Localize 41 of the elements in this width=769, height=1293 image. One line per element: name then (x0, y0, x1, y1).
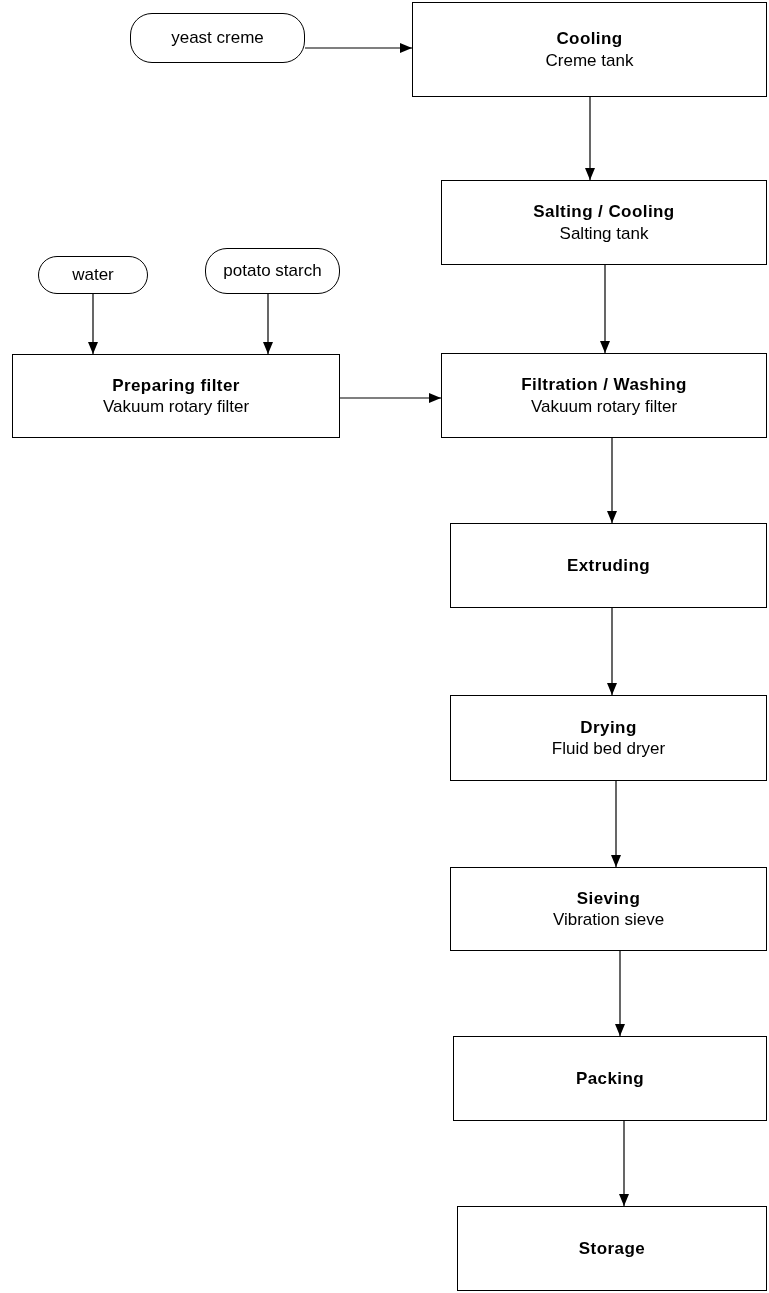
arrow (339, 393, 442, 403)
arrow (304, 43, 413, 53)
input-label: yeast creme (171, 27, 264, 49)
process-box (450, 695, 767, 781)
step-title: Drying (580, 716, 637, 738)
arrow (611, 780, 621, 868)
step-title: Storage (578, 1237, 646, 1260)
equipment-label: Vibration sieve (552, 909, 665, 931)
arrow (88, 293, 98, 355)
process-box (457, 1206, 767, 1291)
step-title: Cooling (556, 28, 623, 50)
process-box (453, 1036, 767, 1121)
equipment-label: Fluid bed dryer (551, 738, 666, 760)
process-box (450, 523, 767, 608)
input-pill (38, 256, 148, 294)
input-label: potato starch (223, 260, 322, 282)
process-box (12, 354, 340, 438)
equipment-label: Vakuum rotary filter (530, 395, 678, 417)
process-box (441, 353, 767, 438)
step-title: Extruding (566, 554, 651, 577)
arrow (607, 607, 617, 696)
equipment-label: Vakuum rotary filter (102, 396, 250, 418)
input-pill (205, 248, 340, 294)
input-pill (130, 13, 305, 63)
step-title: Sieving (576, 887, 641, 909)
process-box (450, 867, 767, 951)
arrow (615, 950, 625, 1037)
input-label: water (72, 264, 114, 286)
arrow (607, 437, 617, 524)
arrow (263, 293, 273, 355)
step-title: Filtration / Washing (521, 374, 687, 396)
process-box (441, 180, 767, 265)
equipment-label: Salting tank (559, 222, 649, 244)
equipment-label: Creme tank (545, 49, 634, 71)
arrow (619, 1120, 629, 1207)
step-title: Preparing filter (112, 374, 240, 396)
process-box (412, 2, 767, 97)
step-title: Salting / Cooling (533, 201, 675, 223)
arrow (600, 264, 610, 354)
arrow (585, 96, 595, 181)
step-title: Packing (575, 1067, 645, 1090)
